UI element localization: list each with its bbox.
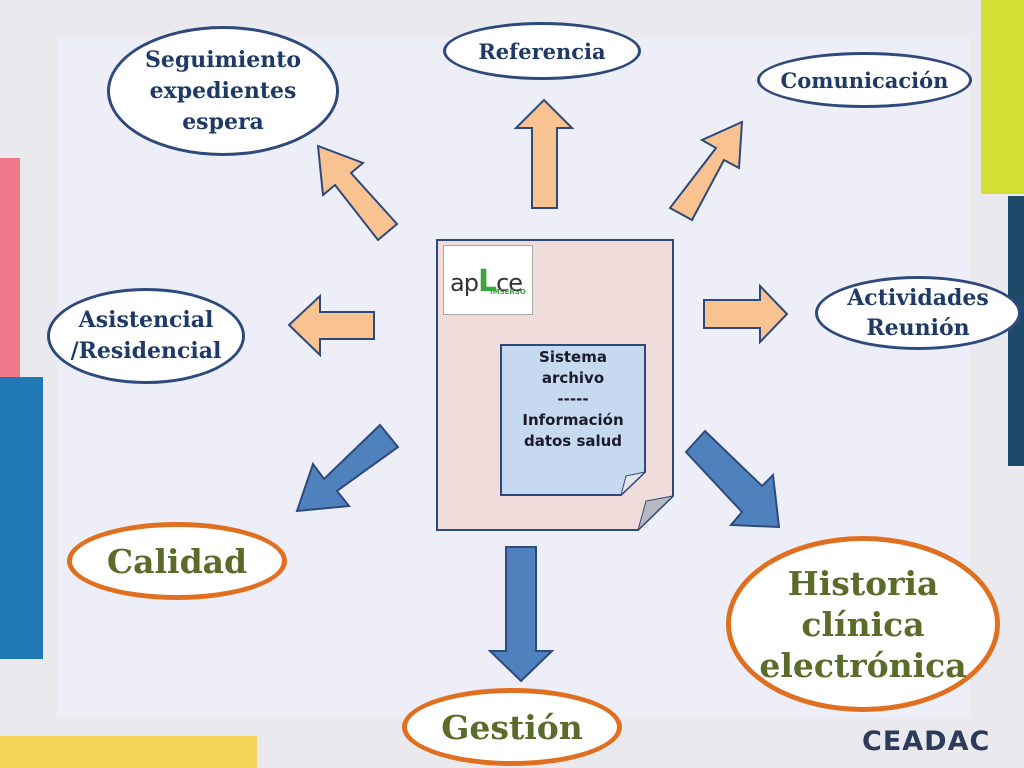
arrow-downleft-calidad: [295, 423, 400, 513]
node-gestion: Gestión: [402, 688, 622, 766]
node-asistencial: Asistencial /Residencial: [47, 288, 245, 384]
node-referencia: Referencia: [443, 22, 641, 80]
accent-bar-navy: [1008, 196, 1024, 466]
accent-bar-lime: [981, 0, 1024, 194]
arrow-down-gestion: [487, 546, 555, 683]
node-comunicacion: Comunicación: [757, 52, 972, 108]
note-line-2: archivo: [541, 369, 605, 387]
node-calidad-label: Calidad: [106, 541, 248, 581]
arrow-upright-comunicacion: [668, 120, 744, 222]
node-comunicacion-label: Comunicación: [780, 67, 949, 93]
accent-bar-pink: [0, 158, 20, 380]
accent-bar-yellow: [0, 736, 257, 768]
node-historia-label: Historia clínica electrónica: [759, 563, 967, 685]
node-referencia-label: Referencia: [478, 38, 606, 64]
node-actividades-label: Actividades Reunión: [847, 285, 989, 341]
node-gestion-label: Gestión: [441, 707, 583, 747]
note-card: [500, 344, 646, 496]
node-historia: Historia clínica electrónica: [726, 536, 1000, 712]
note-text: Sistema archivo ----- Información datos …: [500, 347, 646, 452]
aplice-logo: apLce IMSERSO: [443, 245, 533, 315]
arrow-right-actividades: [703, 283, 789, 345]
node-calidad: Calidad: [67, 522, 287, 600]
note-line-5: datos salud: [523, 432, 623, 450]
brand-logo: CEADAC: [862, 726, 991, 757]
accent-bar-blue: [0, 377, 43, 659]
logo-wordmark: apLce: [450, 264, 523, 299]
arrow-up-referencia: [513, 98, 575, 209]
node-actividades: Actividades Reunión: [815, 276, 1021, 350]
note-line-3: -----: [557, 390, 589, 408]
arrow-left-asistencial: [287, 293, 375, 358]
note-line-1: Sistema: [539, 348, 607, 366]
node-asistencial-label: Asistencial /Residencial: [70, 307, 222, 364]
node-seguimiento-label: Seguimiento expedientes espera: [144, 46, 302, 135]
arrow-downright-historia: [684, 429, 781, 529]
note-line-4: Información: [522, 411, 624, 429]
arrow-upleft-seguimiento: [316, 144, 399, 242]
node-seguimiento: Seguimiento expedientes espera: [107, 26, 339, 156]
logo-subtitle: IMSERSO: [490, 288, 526, 296]
